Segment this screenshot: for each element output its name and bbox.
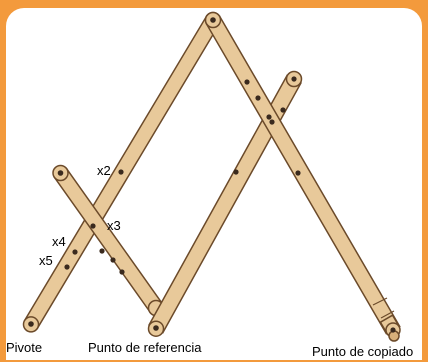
label-x3: x3 [107, 218, 121, 233]
bar-holes [28, 17, 396, 333]
label-x2: x2 [97, 163, 111, 178]
label-copy-point: Punto de copiado [312, 344, 414, 359]
bar-reference-to-right [147, 70, 303, 337]
label-x4: x4 [52, 234, 66, 249]
label-x5: x5 [39, 253, 53, 268]
label-reference-point: Punto de referencia [88, 340, 202, 355]
label-pivot: Pivote [6, 340, 43, 355]
